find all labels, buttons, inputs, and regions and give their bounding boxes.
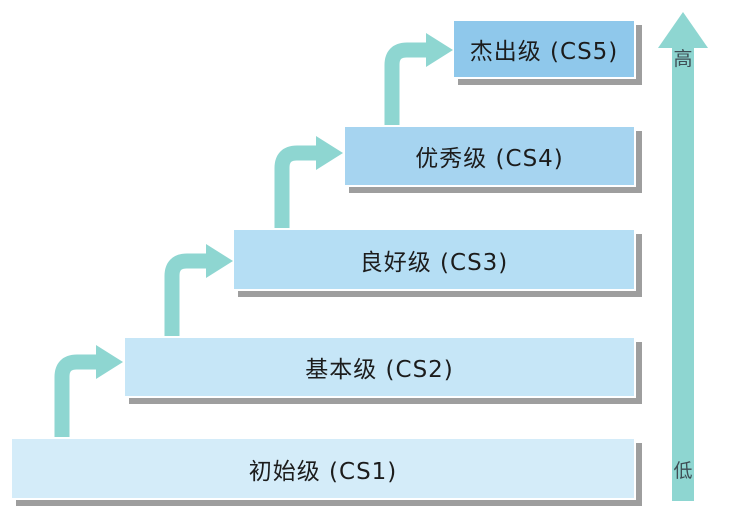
step-up-arrow-cs3-to-cs4-icon [268,131,345,228]
level-box-cs5: 杰出级 (CS5) [452,19,636,79]
scale-high-label: 高 [673,48,693,70]
level-box-cs4: 优秀级 (CS4) [343,125,636,187]
step-up-arrow-cs4-to-cs5-icon [378,28,455,125]
level-label-cs2: 基本级 (CS2) [305,357,454,383]
level-box-cs1: 初始级 (CS1) [10,437,636,500]
level-label-cs4: 优秀级 (CS4) [415,146,564,172]
level-box-cs3: 良好级 (CS3) [232,228,636,291]
level-label-cs3: 良好级 (CS3) [359,249,509,276]
level-box-cs2: 基本级 (CS2) [123,336,636,398]
step-up-arrow-cs1-to-cs2-icon [48,340,125,437]
maturity-scale-arrow-icon: 高 低 [658,12,708,501]
scale-low-label: 低 [673,460,693,482]
step-up-arrow-cs2-to-cs3-icon [158,239,235,336]
level-label-cs1: 初始级 (CS1) [248,458,398,485]
level-label-cs5: 杰出级 (CS5) [469,39,619,65]
